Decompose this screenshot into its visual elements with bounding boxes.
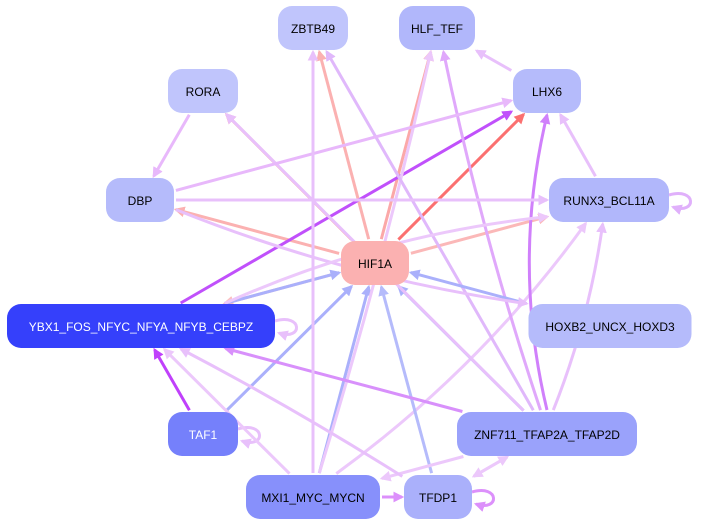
edge-mxi1-myc-mycn-to-ybx1-fos-nfyc-nfya-nfyb-cebpz (162, 347, 291, 475)
node-box (168, 412, 238, 456)
edge-hif1a-to-dbp (173, 206, 340, 255)
node-tfdp1[interactable]: TFDP1 (404, 475, 472, 519)
edge-znf711-tfap2a-tfap2d-to-ybx1-fos-nfyc-nfya-nfyb-cebpz (223, 345, 463, 413)
edge-dbp-to-lhx6 (175, 97, 514, 192)
edge-taf1-to-ybx1-fos-nfyc-nfya-nfyb-cebpz (153, 347, 191, 412)
node-label: HOXB2_UNCX_HOXD3 (545, 320, 675, 334)
node-box (341, 241, 409, 285)
edge-ybx1-fos-nfyc-nfya-nfyb-cebpz-to-hif1a (224, 269, 342, 305)
node-label: HIF1A (358, 257, 392, 271)
node-label: ZNF711_TFAP2A_TFAP2D (474, 428, 620, 442)
node-label: TAF1 (189, 428, 218, 442)
node-box (404, 475, 472, 519)
node-box (278, 6, 348, 50)
edge-tfdp1-to-hif1a (378, 284, 434, 474)
node-hif1a[interactable]: HIF1A (341, 241, 409, 285)
edge-runx3-bcl11a-to-lhx6 (559, 112, 597, 178)
node-dbp[interactable]: DBP (106, 178, 174, 222)
node-label: TFDP1 (419, 491, 457, 505)
edge-rora-to-dbp (152, 113, 191, 179)
node-box (528, 304, 692, 348)
edge-znf711-tfap2a-tfap2d-to-mxi1-myc-mycn (379, 455, 464, 482)
node-box (399, 6, 475, 50)
node-label: RUNX3_BCL11A (563, 194, 654, 208)
edge-znf711-tfap2a-tfap2d-to-zbtb49 (325, 49, 535, 412)
node-ybx1-fos-nfyc-nfya-nfyb-cebpz[interactable]: YBX1_FOS_NFYC_NFYA_NFYB_CEBPZ (7, 304, 275, 348)
node-box (7, 304, 275, 348)
node-runx3-bcl11a[interactable]: RUNX3_BCL11A (549, 178, 669, 222)
edge-znf711-tfap2a-tfap2d-to-hlf-tef (439, 49, 542, 411)
node-box (246, 475, 380, 519)
node-label: ZBTB49 (291, 22, 335, 36)
node-label: HLF_TEF (411, 22, 463, 36)
edge-runx3-bcl11a-to-runx3-bcl11a (668, 192, 692, 215)
edge-znf711-tfap2a-tfap2d-to-lhx6 (527, 112, 551, 411)
edge-taf1-to-hif1a (225, 284, 354, 412)
node-box (549, 178, 669, 222)
node-box (106, 178, 174, 222)
edge-hif1a-to-lhx6 (397, 112, 526, 241)
edge-ybx1-fos-nfyc-nfya-nfyb-cebpz-to-ybx1-fos-nfyc-nfya-nfyb-cebpz (274, 318, 298, 341)
node-label: LHX6 (532, 85, 562, 99)
node-label: RORA (186, 85, 221, 99)
node-mxi1-myc-mycn[interactable]: MXI1_MYC_MYCN (246, 475, 380, 519)
node-box (457, 412, 637, 456)
node-box (168, 69, 238, 113)
node-label: DBP (128, 194, 153, 208)
edge-taf1-to-taf1 (237, 426, 261, 449)
edge-ybx1-fos-nfyc-nfya-nfyb-cebpz-to-lhx6 (179, 110, 514, 305)
node-lhx6[interactable]: LHX6 (513, 69, 581, 113)
node-rora[interactable]: RORA (168, 69, 238, 113)
node-hoxb2-uncx-hoxd3[interactable]: HOXB2_UNCX_HOXD3 (528, 304, 692, 348)
edge-tfdp1-to-tfdp1 (471, 489, 495, 512)
node-znf711-tfap2a-tfap2d[interactable]: ZNF711_TFAP2A_TFAP2D (457, 412, 637, 456)
node-zbtb49[interactable]: ZBTB49 (278, 6, 348, 50)
edge-tfdp1-to-ybx1-fos-nfyc-nfya-nfyb-cebpz (178, 347, 404, 478)
node-box (513, 69, 581, 113)
edge-lhx6-to-hlf-tef (474, 49, 513, 72)
node-hlf-tef[interactable]: HLF_TEF (399, 6, 475, 50)
node-taf1[interactable]: TAF1 (168, 412, 238, 456)
node-label: YBX1_FOS_NFYC_NFYA_NFYB_CEBPZ (29, 320, 254, 334)
node-label: MXI1_MYC_MYCN (261, 491, 364, 505)
edge-tfdp1-to-znf711-tfap2a-tfap2d (472, 455, 510, 478)
